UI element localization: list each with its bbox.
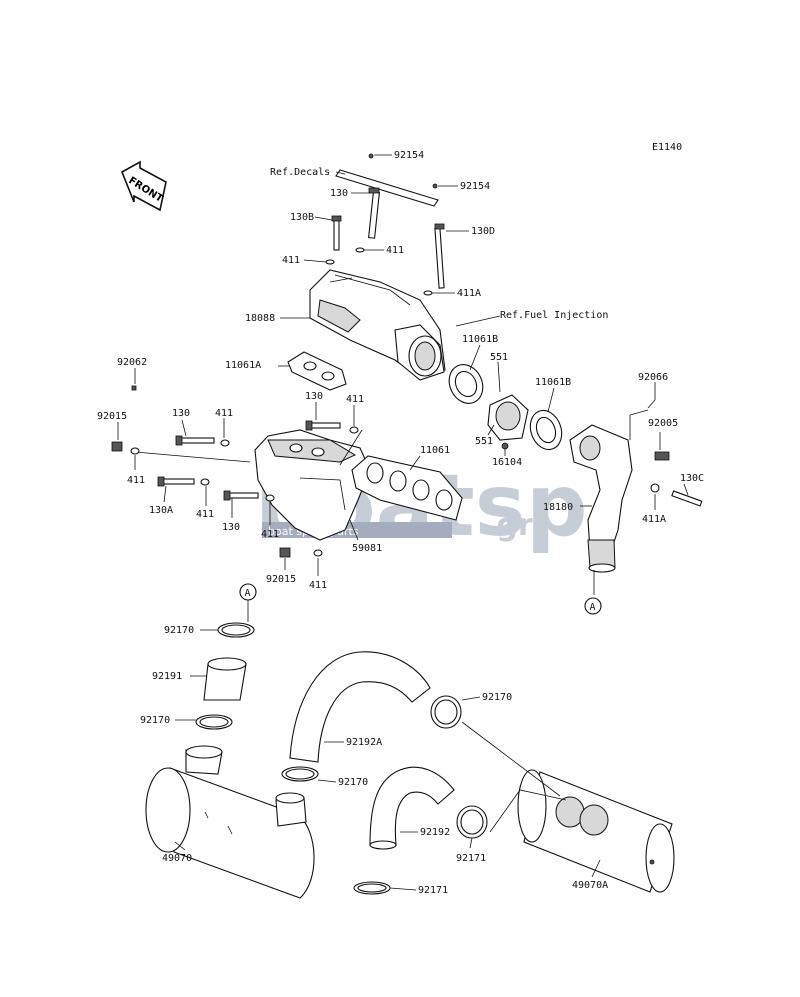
- bolt-130-b: [305, 420, 341, 431]
- fitting-92005: [654, 451, 670, 461]
- bolt-130d: [434, 223, 445, 289]
- label-92170: 92170: [164, 625, 194, 636]
- label-92062: 92062: [117, 357, 147, 368]
- label-411: 411: [261, 529, 279, 540]
- label-ref-fuel-injection: Ref.Fuel Injection: [500, 310, 608, 321]
- label-551: 551: [475, 436, 493, 447]
- clamp-92170-top: [217, 622, 255, 638]
- label-92015: 92015: [97, 411, 127, 422]
- label-92192a: 92192A: [346, 737, 382, 748]
- label-92170: 92170: [482, 692, 512, 703]
- valve-16104: [487, 394, 529, 450]
- label-411: 411: [346, 394, 364, 405]
- nut-92015-top: [111, 441, 123, 452]
- label-92066: 92066: [638, 372, 668, 383]
- label-130: 130: [172, 408, 190, 419]
- label-11061: 11061: [420, 445, 450, 456]
- label-130: 130: [330, 188, 348, 199]
- callout-a-right: A: [584, 597, 602, 615]
- label-18088: 18088: [245, 313, 275, 324]
- label-92191: 92191: [152, 671, 182, 682]
- diagram-code: E1140: [652, 142, 682, 153]
- label-411: 411: [215, 408, 233, 419]
- clamp-92170-right: [430, 695, 462, 729]
- gasket-11061: [351, 455, 463, 521]
- label-92015: 92015: [266, 574, 296, 585]
- nut-92015-bottom: [279, 547, 291, 558]
- bolt-130-c: [223, 490, 259, 501]
- callout-a-left-label: A: [245, 588, 251, 599]
- hose-92191: [203, 657, 247, 701]
- label-411: 411: [282, 255, 300, 266]
- label-11061a: 11061A: [225, 360, 261, 371]
- hose-92192: [369, 766, 455, 850]
- label-130: 130: [222, 522, 240, 533]
- label-130c: 130C: [680, 473, 704, 484]
- clamp-92170-mid: [195, 714, 233, 730]
- clamp-92170-lower: [281, 766, 319, 782]
- gasket-11061b-left: [448, 364, 484, 404]
- label-411a: 411A: [642, 514, 666, 525]
- label-411: 411: [127, 475, 145, 486]
- label-16104: 16104: [492, 457, 522, 468]
- label-92171: 92171: [418, 885, 448, 896]
- label-18180: 18180: [543, 502, 573, 513]
- bolt-130b: [331, 215, 342, 251]
- clamp-92171-bottom: [353, 881, 391, 895]
- leader-lines: [117, 154, 689, 891]
- label-92171: 92171: [456, 853, 486, 864]
- gasket-11061b-right: [529, 409, 563, 451]
- label-130: 130: [305, 391, 323, 402]
- label-411: 411: [386, 245, 404, 256]
- exhaust-elbow-18180: [569, 409, 649, 573]
- hose-92192a: [289, 651, 431, 763]
- label-92154: 92154: [394, 150, 424, 161]
- watermark-tld: .gr: [485, 508, 533, 543]
- bolt-130: [368, 187, 380, 239]
- clamp-92171-right: [456, 805, 488, 839]
- label-92192: 92192: [420, 827, 450, 838]
- label-130b: 130B: [290, 212, 314, 223]
- bolt-130c: [671, 490, 703, 507]
- front-arrow-icon: FRONT: [120, 160, 167, 212]
- label-49070a: 49070A: [572, 880, 608, 891]
- label-130d: 130D: [471, 226, 495, 237]
- label-49070: 49070: [162, 853, 192, 864]
- part-labels: 92154 Ref.Decals 92154 130 130B 130D 411…: [97, 150, 704, 896]
- label-59081: 59081: [352, 543, 382, 554]
- exhaust-manifold-cover-18088: [309, 269, 446, 381]
- bolt-130-a: [175, 435, 215, 446]
- muffler-49070: [145, 745, 315, 899]
- decal-strip: [335, 169, 439, 207]
- label-130a: 130A: [149, 505, 173, 516]
- callout-a-left: A: [239, 583, 257, 601]
- label-411: 411: [196, 509, 214, 520]
- label-11061b: 11061B: [462, 334, 498, 345]
- stud-92062: [131, 385, 251, 463]
- label-551: 551: [490, 352, 508, 363]
- label-ref-decals: Ref.Decals: [270, 167, 330, 178]
- label-92005: 92005: [648, 418, 678, 429]
- label-11061b: 11061B: [535, 377, 571, 388]
- muffler-49070a: [517, 769, 675, 893]
- label-411a: 411A: [457, 288, 481, 299]
- label-411: 411: [309, 580, 327, 591]
- label-92154: 92154: [460, 181, 490, 192]
- label-92170: 92170: [140, 715, 170, 726]
- bolt-130a: [157, 476, 195, 487]
- label-92170: 92170: [338, 777, 368, 788]
- gasket-11061a: [287, 351, 347, 391]
- callout-a-right-label: A: [590, 602, 596, 613]
- exhaust-manifold-body: [254, 429, 371, 541]
